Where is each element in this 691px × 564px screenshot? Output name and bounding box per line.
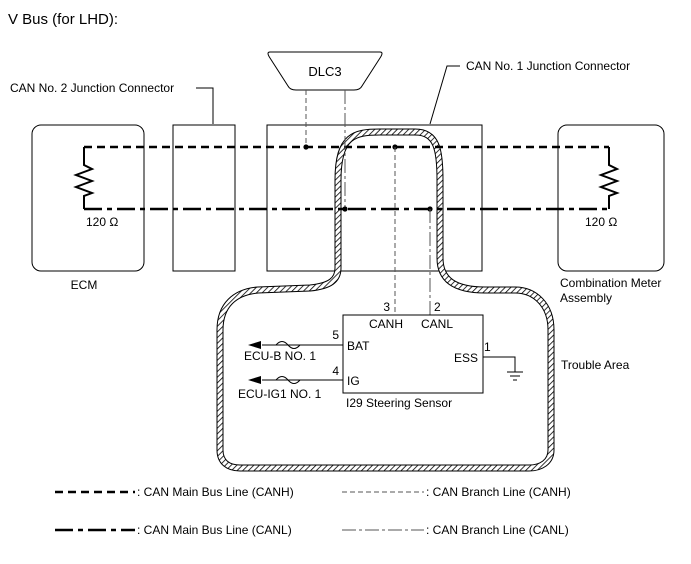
ess-wire bbox=[483, 356, 516, 372]
pin-canl-label: CANL bbox=[421, 317, 453, 331]
bat-fuse-label: ECU-B NO. 1 bbox=[244, 349, 316, 363]
meter-resistor-value: 120 Ω bbox=[585, 215, 617, 229]
legend-branch-canl-label: : CAN Branch Line (CANL) bbox=[426, 523, 569, 537]
bat-arrow-icon bbox=[248, 341, 261, 349]
pin-canh-number: 3 bbox=[383, 300, 390, 314]
combination-meter-box bbox=[557, 124, 665, 272]
dlc3-connector bbox=[267, 51, 383, 91]
ecm-resistor bbox=[73, 147, 95, 209]
pin-bat-number: 5 bbox=[332, 328, 339, 342]
pin-ig-label: IG bbox=[347, 374, 360, 388]
meter-label-line2: Assembly bbox=[560, 291, 612, 305]
can1-junction-label: CAN No. 1 Junction Connector bbox=[466, 59, 630, 73]
dlc3-label: DLC3 bbox=[308, 64, 341, 79]
ig-fuse-icon bbox=[275, 376, 301, 384]
trouble-area-label: Trouble Area bbox=[561, 358, 630, 372]
bat-fuse-icon bbox=[275, 341, 301, 349]
pin-ig-number: 4 bbox=[332, 364, 339, 378]
legend-main-canh-label: : CAN Main Bus Line (CANH) bbox=[137, 485, 294, 499]
can2-junction-label: CAN No. 2 Junction Connector bbox=[10, 81, 174, 95]
ig-fuse-label: ECU-IG1 NO. 1 bbox=[238, 387, 322, 401]
junction-dot-dlc3-canl bbox=[342, 206, 348, 212]
meter-label-line1: Combination Meter bbox=[560, 276, 661, 290]
steering-sensor-label: I29 Steering Sensor bbox=[346, 396, 452, 410]
ground-icon bbox=[507, 371, 523, 381]
ecm-resistor-value: 120 Ω bbox=[86, 215, 118, 229]
ecm-box bbox=[31, 124, 145, 272]
legend-branch-canh-label: : CAN Branch Line (CANH) bbox=[426, 485, 571, 499]
pin-canl-number: 2 bbox=[434, 300, 441, 314]
can1-junction-box bbox=[266, 124, 483, 272]
steering-sensor-box bbox=[342, 314, 484, 394]
ig-arrow-icon bbox=[248, 376, 261, 384]
junction-dot-dlc3-canh bbox=[303, 144, 309, 150]
pin-bat-label: BAT bbox=[347, 339, 370, 353]
meter-resistor bbox=[598, 147, 620, 209]
can1-junction-leader bbox=[429, 65, 460, 125]
pin-ess-label: ESS bbox=[454, 351, 478, 365]
can2-junction-box bbox=[172, 124, 236, 272]
pin-canh-label: CANH bbox=[369, 317, 403, 331]
trouble-area-hatch bbox=[217, 129, 554, 471]
can2-junction-leader bbox=[196, 87, 214, 124]
pin-ess-number: 1 bbox=[484, 340, 491, 354]
diagram-title: V Bus (for LHD): bbox=[8, 11, 118, 28]
legend-main-canl-label: : CAN Main Bus Line (CANL) bbox=[137, 523, 292, 537]
ecm-label: ECM bbox=[71, 278, 98, 292]
